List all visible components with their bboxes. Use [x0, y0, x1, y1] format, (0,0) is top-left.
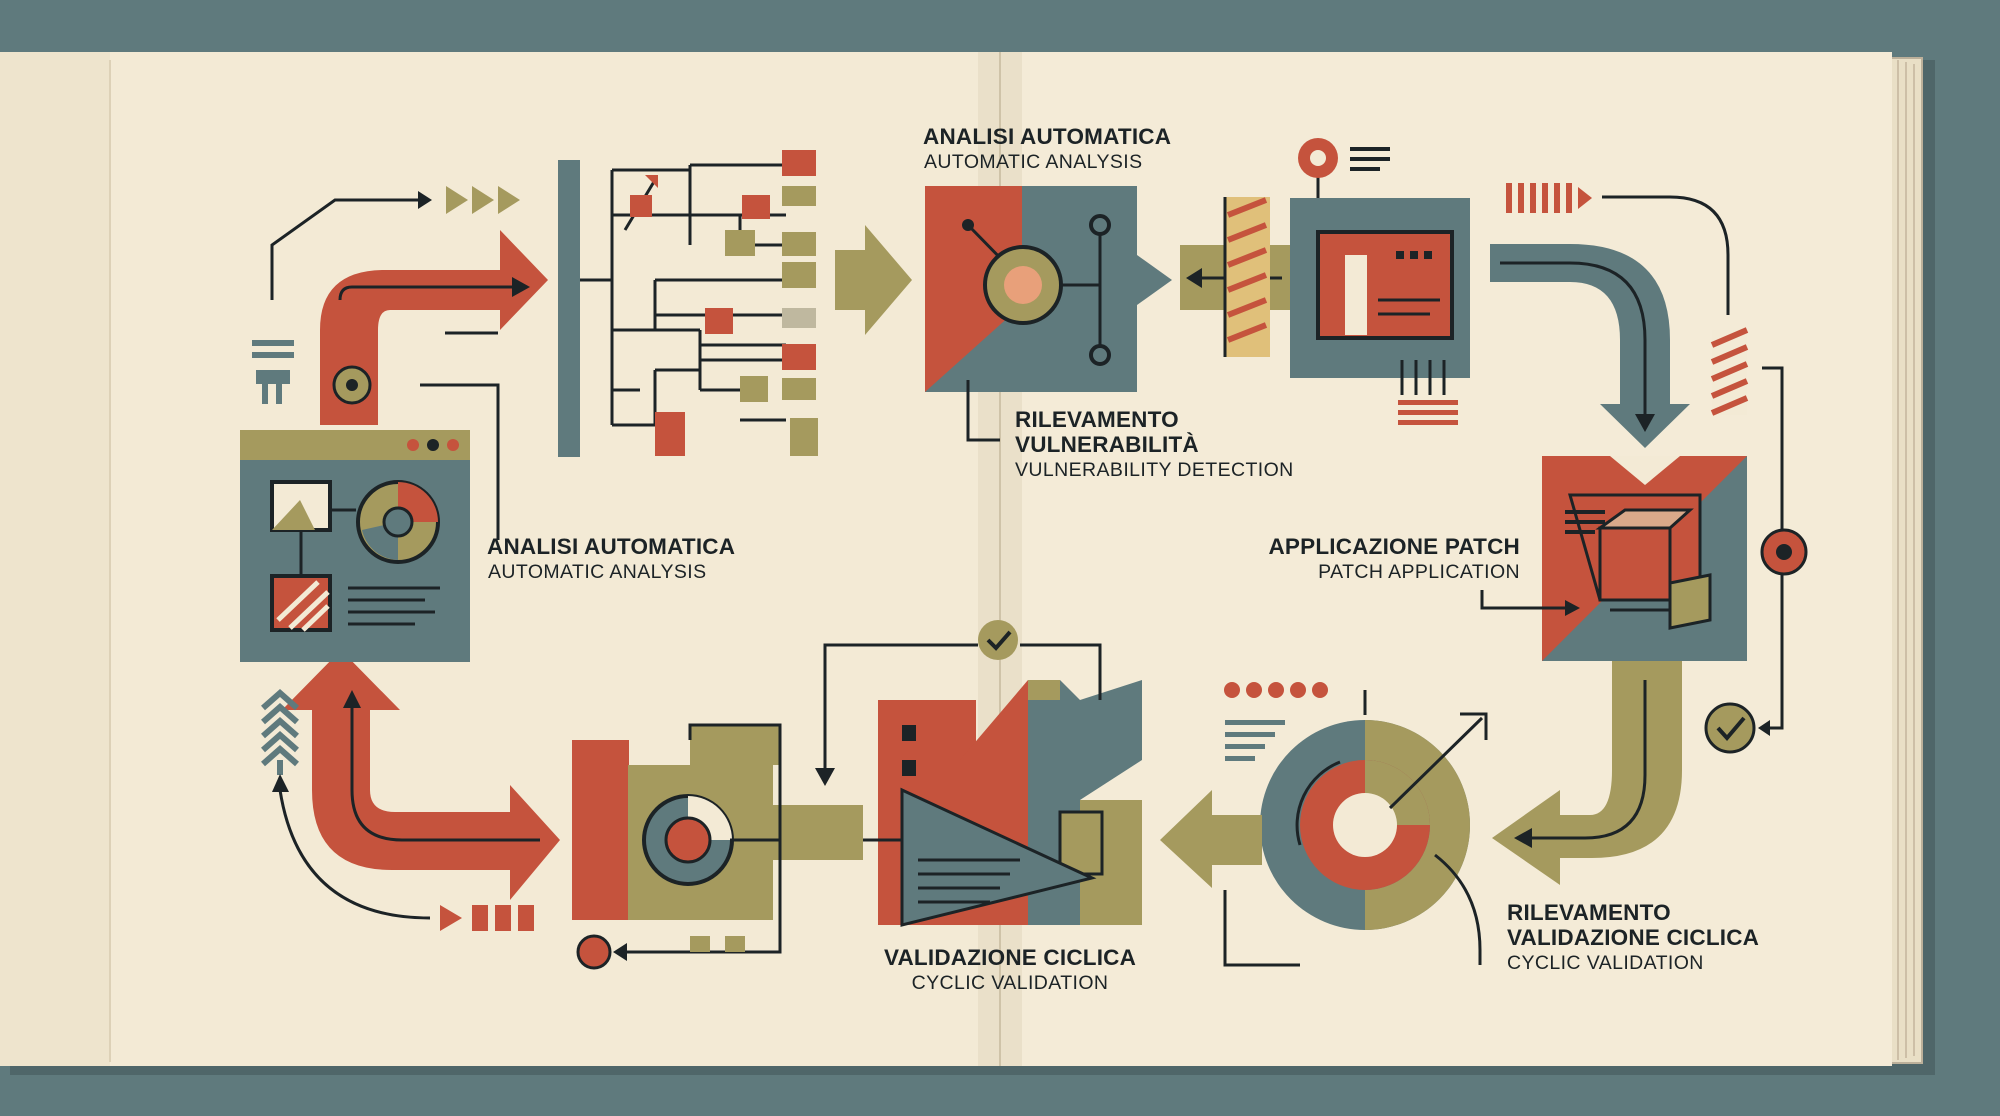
label-cyclic-title-2: VALIDAZIONE CICLICA: [1507, 925, 1759, 950]
lens-panel: [572, 723, 863, 970]
right-connector-top: [1602, 195, 1808, 754]
donut-chart-icon: [1223, 682, 1488, 967]
building-icon: [842, 680, 1142, 927]
decision-tree: [558, 150, 818, 457]
plug-icon: [252, 340, 294, 404]
label-vuln-sub: VULNERABILITY DETECTION: [1015, 459, 1294, 481]
olive-arrow-down-left: [1492, 661, 1682, 885]
olive-arrow-right: [835, 225, 912, 335]
label-left-analysis: ANALISI AUTOMATICA AUTOMATIC ANALYSIS: [487, 534, 735, 583]
label-vuln-title-1: RILEVAMENTO: [1015, 407, 1179, 432]
label-patch-title: APPLICAZIONE PATCH: [1268, 534, 1520, 559]
label-validation: VALIDAZIONE CICLICA CYCLIC VALIDATION: [884, 945, 1136, 994]
label-top-analysis-title: ANALISI AUTOMATICA: [923, 124, 1171, 149]
check-circle-icon: [1704, 702, 1756, 754]
patch-panel: [1480, 456, 1747, 661]
left-page-edge-shade: [0, 52, 110, 1066]
label-vulnerability: RILEVAMENTO VULNERABILITÀ VULNERABILITY …: [1015, 407, 1294, 481]
check-circle-icon-top: [815, 620, 1102, 786]
label-top-analysis-sub: AUTOMATIC ANALYSIS: [924, 151, 1143, 173]
label-vuln-title-2: VULNERABILITÀ: [1015, 432, 1199, 457]
lower-left-connector: [272, 774, 534, 931]
dashboard-panel: [240, 383, 500, 662]
label-left-analysis-sub: AUTOMATIC ANALYSIS: [488, 561, 707, 583]
monitor-panel: [1290, 138, 1470, 425]
olive-connector-top: [1180, 197, 1298, 357]
label-cyclic-title-1: RILEVAMENTO: [1507, 900, 1671, 925]
label-patch-sub: PATCH APPLICATION: [1318, 561, 1520, 583]
red-dot-icon: [576, 934, 612, 970]
label-validation-title: VALIDAZIONE CICLICA: [884, 945, 1136, 970]
arrow-bars-icon: [440, 905, 462, 931]
detection-panel: [925, 186, 1172, 442]
label-top-analysis: ANALISI AUTOMATICA AUTOMATIC ANALYSIS: [923, 124, 1171, 173]
label-cyclic: RILEVAMENTO VALIDAZIONE CICLICA CYCLIC V…: [1507, 900, 1759, 974]
top-connector-arrow: [270, 186, 520, 335]
red-arrow-lower: [282, 650, 560, 900]
label-left-analysis-title: ANALISI AUTOMATICA: [487, 534, 735, 559]
label-cyclic-sub: CYCLIC VALIDATION: [1507, 952, 1704, 974]
label-validation-sub: CYCLIC VALIDATION: [912, 972, 1109, 994]
red-arrow-upper: [320, 230, 548, 425]
chevrons-up-icon: [261, 688, 299, 775]
chevron-triple-icon: [446, 186, 468, 214]
label-patch: APPLICAZIONE PATCH PATCH APPLICATION: [1268, 534, 1520, 583]
olive-arrow-left-bottom: [1160, 790, 1262, 888]
slate-arrow-down: [1490, 244, 1690, 448]
striped-arrow-icon: [1506, 183, 1592, 213]
